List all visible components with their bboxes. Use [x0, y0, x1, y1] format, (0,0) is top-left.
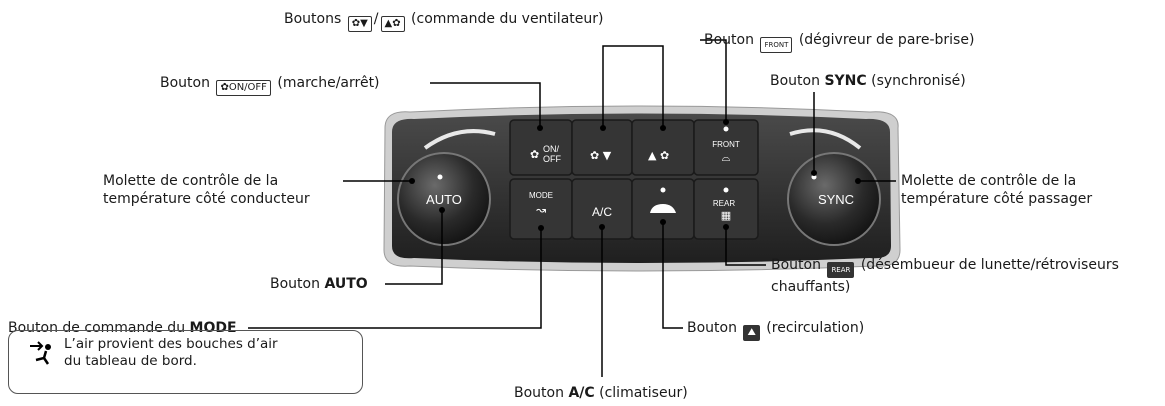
rear-text: REAR — [713, 199, 735, 208]
driver-dial-label: Molette de contrôle de la température cô… — [103, 173, 310, 207]
front-defrost-icon: FRONT — [760, 37, 793, 53]
leader-fan — [602, 45, 664, 128]
leader-auto — [385, 210, 443, 285]
rear-defrost-glyph: ▦ — [721, 209, 731, 222]
fan-down-icon: ✿▼ — [347, 16, 372, 32]
rear-indicator — [723, 187, 729, 193]
left-dial-text: AUTO — [426, 192, 462, 207]
leader-onoff — [430, 82, 541, 128]
leader-front — [700, 39, 727, 122]
leader-rear — [725, 227, 766, 266]
passenger-dial-knob — [787, 152, 881, 246]
front-defrost-glyph: ⌓ — [722, 151, 731, 164]
rear-defrost-label: Bouton REAR (désembueur de lunette/rétro… — [771, 257, 1119, 295]
rear-defrost-icon: REAR — [827, 262, 855, 278]
passenger-dial-label: Molette de contrôle de la température cô… — [901, 173, 1093, 207]
leader-lines — [248, 39, 896, 377]
dashboard-vent-mode-icon — [30, 341, 51, 365]
front-indicator — [723, 126, 729, 132]
right-dial-arc — [789, 128, 862, 150]
front-text: FRONT — [712, 140, 740, 149]
mode-button-label: Bouton de commande du MODE — [8, 320, 237, 336]
fan-up-icon: ▲✿ — [380, 16, 405, 32]
fan-up-glyph: ▲ ✿ — [648, 149, 669, 162]
passenger-dial-dot — [811, 174, 817, 180]
ac-button-label: Bouton A/C (climatiseur) — [514, 385, 688, 401]
onoff-button-label: Bouton ✿ON/OFF (marche/arrêt) — [160, 74, 380, 96]
fan-onoff-icon: ✿ON/OFF — [216, 80, 271, 96]
onoff-off: OFF — [543, 154, 561, 164]
button-grid — [509, 119, 759, 240]
auto-button-label: Bouton AUTO — [270, 276, 368, 292]
driver-dial-dot — [437, 174, 443, 180]
driver-dial-knob — [397, 152, 491, 246]
fan-buttons-label: Boutons ✿▼/▲✿ (commande du ventilateur) — [284, 10, 603, 32]
note-box — [8, 330, 363, 394]
fan-down-glyph: ✿ ▼ — [590, 149, 612, 162]
left-dial-arc — [423, 129, 496, 150]
leader-mode — [248, 228, 542, 329]
onoff-on: ON/ — [543, 144, 560, 154]
sync-button-label: Bouton SYNC (synchronisé) — [770, 73, 966, 89]
recirculation-icon: ⛰ — [743, 325, 760, 341]
leader-recirc — [662, 222, 683, 329]
ac-text: A/C — [592, 205, 612, 219]
onoff-fan-glyph: ✿ — [530, 148, 539, 161]
recirc-button-label: Bouton ⛰ (recirculation) — [687, 319, 864, 341]
right-dial-text: SYNC — [818, 192, 854, 207]
mode-glyph: ↝ — [536, 203, 546, 217]
note-text: L’air provient des bouches d’air du tabl… — [64, 336, 278, 369]
recirc-indicator — [660, 187, 666, 193]
front-defrost-label: Bouton FRONT (dégivreur de pare-brise) — [704, 31, 974, 53]
recirc-car-glyph — [650, 204, 676, 213]
mode-text: MODE — [529, 191, 553, 200]
